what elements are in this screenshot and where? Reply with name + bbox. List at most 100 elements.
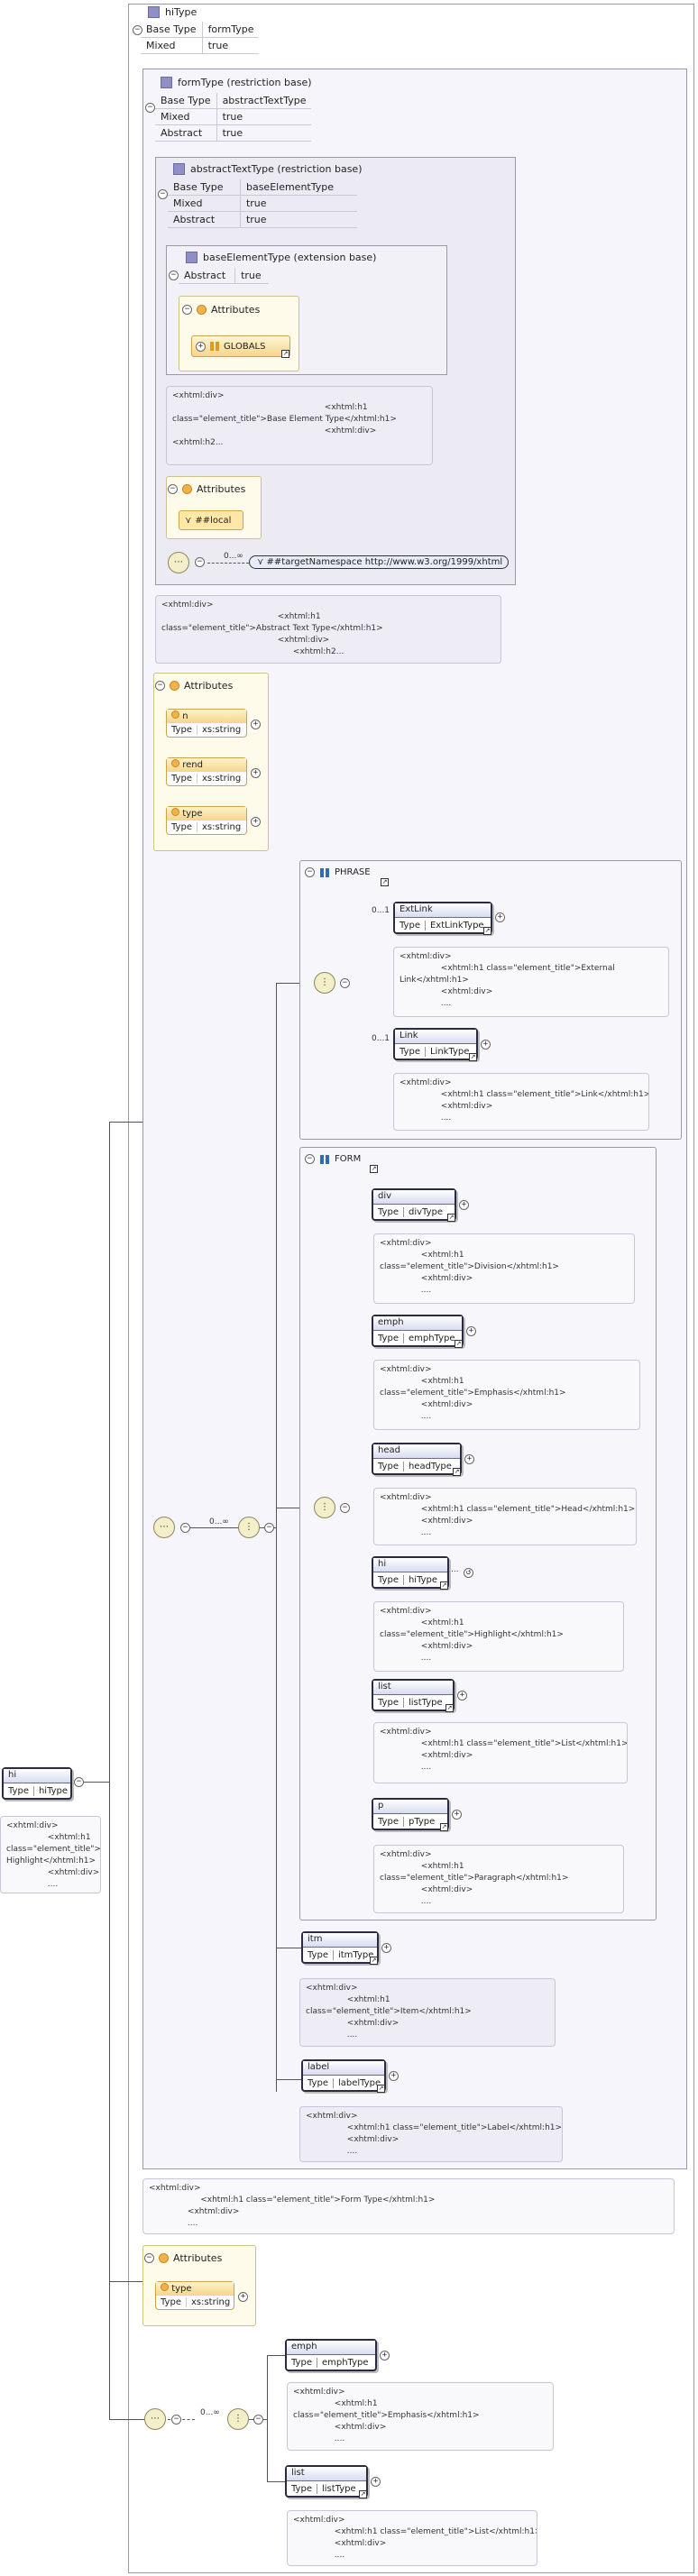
attribute-icon (171, 808, 179, 816)
type-label: Type (287, 2483, 317, 2494)
collapse-toggle[interactable]: − (305, 867, 315, 877)
choice-compositor[interactable]: ⋮ (238, 1517, 260, 1538)
expand-toggle[interactable]: + (452, 1810, 462, 1820)
recursion-dots: ... (451, 1565, 459, 1574)
hitype-header: hiType (148, 6, 197, 18)
reference-link-icon[interactable]: ↗ (281, 350, 289, 358)
hitype-title: hiType (165, 6, 197, 18)
collapse-toggle[interactable]: − (195, 557, 205, 567)
attribute-group-icon (210, 342, 219, 351)
expand-toggle[interactable]: + (457, 1691, 467, 1701)
collapse-toggle[interactable]: − (340, 1503, 350, 1513)
type-label: Type (167, 822, 197, 832)
reference-link-icon[interactable]: ↗ (440, 1581, 448, 1590)
reference-link-icon[interactable]: ↗ (445, 1704, 454, 1712)
expand-toggle[interactable]: + (466, 1326, 476, 1336)
attribute-icon (159, 2253, 169, 2263)
reference-link-icon[interactable]: ↗ (469, 1053, 477, 1061)
reference-link-icon[interactable]: ↗ (483, 927, 491, 935)
reference-link-icon[interactable]: ↗ (440, 1823, 448, 1831)
sequence-compositor[interactable]: ⋯ (144, 2408, 166, 2430)
phrase-group-header: − PHRASE (305, 867, 371, 877)
choice-compositor[interactable]: ⋮ (314, 972, 335, 994)
expand-toggle[interactable]: + (371, 2477, 381, 2487)
expand-toggle[interactable]: + (389, 2071, 399, 2081)
collapse-toggle[interactable]: − (264, 1523, 274, 1533)
globals-attribute-group[interactable]: + GLOBALS (191, 335, 290, 357)
expand-toggle[interactable]: + (380, 2351, 390, 2361)
prop-key: Mixed (141, 37, 203, 54)
element-type: divType (408, 1206, 443, 1217)
expand-toggle[interactable]: + (251, 768, 261, 778)
complex-type-icon (148, 6, 160, 18)
collapse-toggle[interactable]: − (74, 1777, 84, 1787)
reference-link-icon[interactable]: ↗ (447, 1214, 455, 1222)
choice-compositor[interactable]: ⋮ (314, 1497, 335, 1518)
link-doc: <xhtml:div> <xhtml:h1 class="element_tit… (393, 1073, 649, 1131)
collapse-toggle[interactable]: − (145, 103, 155, 113)
expand-toggle[interactable]: + (495, 912, 505, 922)
type-label: Type (373, 1697, 404, 1708)
collapse-toggle[interactable]: − (155, 681, 165, 691)
choice-compositor[interactable]: ⋮ (227, 2408, 249, 2430)
reference-link-icon[interactable]: ↗ (370, 1165, 378, 1173)
abstracttexttype-title: abstractTextType (restriction base) (190, 163, 363, 175)
collapse-toggle[interactable]: − (182, 305, 192, 315)
collapse-toggle[interactable]: − (180, 1523, 190, 1533)
type-label: Type (167, 725, 197, 735)
reference-link-icon[interactable]: ↗ (359, 2490, 367, 2498)
expand-toggle[interactable]: + (251, 817, 261, 827)
expand-toggle[interactable]: + (381, 1943, 391, 1953)
attribute-icon (170, 681, 179, 691)
collapse-toggle[interactable]: − (171, 2415, 181, 2425)
sequence-compositor[interactable]: ⋯ (168, 552, 189, 573)
collapse-toggle[interactable]: − (253, 2415, 263, 2425)
type-label: Type (395, 920, 426, 930)
expand-toggle[interactable]: + (464, 1454, 474, 1464)
collapse-toggle[interactable]: − (340, 978, 350, 988)
complex-type-icon (186, 252, 197, 263)
expand-toggle[interactable]: + (481, 1040, 491, 1050)
attribute-type: xs:string (190, 2297, 231, 2307)
collapse-toggle[interactable]: − (144, 2253, 154, 2263)
any-attribute-local[interactable]: ⋎ ##local (179, 510, 243, 530)
collapse-toggle[interactable]: − (168, 484, 178, 494)
collapse-toggle[interactable]: − (305, 1154, 315, 1164)
collapse-toggle[interactable]: − (169, 270, 179, 280)
expand-toggle[interactable]: + (238, 2292, 248, 2302)
bottom-attributes-header: − Attributes (144, 2252, 222, 2264)
reference-link-icon[interactable]: ↗ (381, 878, 389, 886)
reference-link-icon[interactable]: ↗ (453, 1468, 461, 1476)
any-element-wildcard[interactable]: ⋎ ##targetNamespace http://www.w3.org/19… (249, 555, 509, 569)
element-type: listType (408, 1697, 443, 1708)
expand-toggle[interactable]: + (196, 341, 206, 352)
expand-toggle[interactable]: + (459, 1200, 469, 1210)
emph-doc: <xhtml:div> <xhtml:h1 class="element_tit… (373, 1360, 640, 1430)
prop-value: baseElementType (240, 179, 357, 196)
reference-link-icon[interactable]: ↗ (455, 1340, 463, 1348)
baseelementtype-title: baseElementType (extension base) (203, 252, 377, 263)
sequence-compositor[interactable]: ⋯ (153, 1517, 175, 1538)
reference-link-icon[interactable]: ↗ (370, 1957, 378, 1965)
expand-toggle[interactable]: + (251, 720, 261, 729)
collapse-toggle[interactable]: − (158, 189, 168, 199)
reference-link-icon[interactable]: ↗ (377, 2085, 385, 2093)
recursion-icon[interactable]: ↺ (464, 1568, 473, 1578)
